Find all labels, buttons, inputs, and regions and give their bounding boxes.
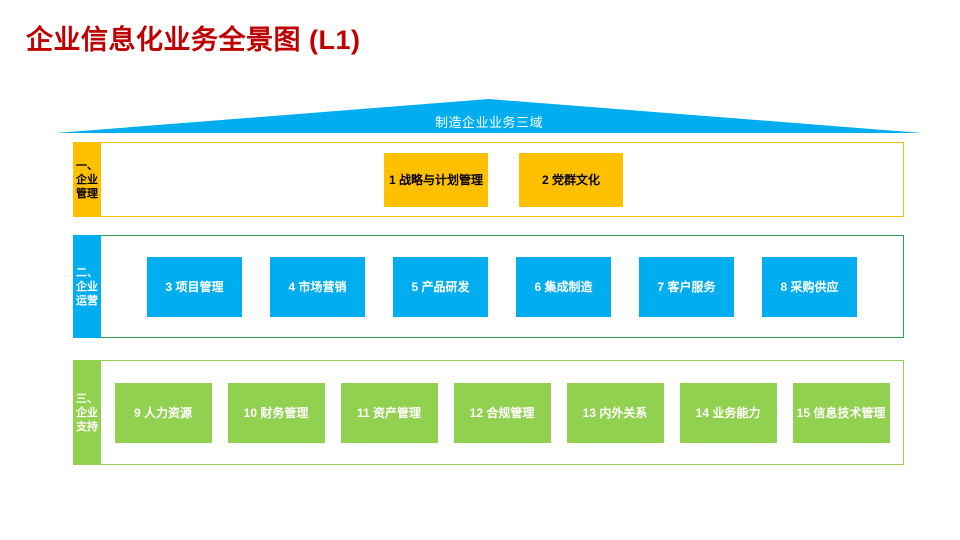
band-tab-enterprise-support: 三、企业支持	[73, 360, 101, 465]
card-item[interactable]: 5 产品研发	[393, 256, 488, 317]
band-enterprise-management: 一、企业管理 1 战略与计划管理 2 党群文化	[73, 142, 904, 217]
card-item[interactable]: 9 人力资源	[114, 382, 212, 443]
card-item[interactable]: 12 合规管理	[453, 382, 551, 443]
card-item[interactable]: 15 信息技术管理	[792, 382, 890, 443]
card-item[interactable]: 7 客户服务	[639, 256, 734, 317]
card-item[interactable]: 10 财务管理	[227, 382, 325, 443]
band-body-enterprise-support: 9 人力资源 10 财务管理 11 资产管理 12 合规管理 13 内外关系 1…	[101, 360, 904, 465]
card-list-enterprise-management: 1 战略与计划管理 2 党群文化	[101, 143, 903, 216]
card-item[interactable]: 11 资产管理	[340, 382, 438, 443]
band-body-enterprise-operations: 3 项目管理 4 市场营销 5 产品研发 6 集成制造 7 客户服务 8 采购供…	[101, 235, 904, 338]
band-tab-enterprise-management: 一、企业管理	[73, 142, 101, 217]
roof-banner: 制造企业业务三域	[56, 99, 922, 133]
band-body-enterprise-management: 1 战略与计划管理 2 党群文化	[101, 142, 904, 217]
card-item[interactable]: 6 集成制造	[516, 256, 611, 317]
band-enterprise-support: 三、企业支持 9 人力资源 10 财务管理 11 资产管理 12 合规管理 13…	[73, 360, 904, 465]
card-item[interactable]: 14 业务能力	[679, 382, 777, 443]
roof-label: 制造企业业务三域	[434, 115, 543, 130]
card-list-enterprise-support: 9 人力资源 10 财务管理 11 资产管理 12 合规管理 13 内外关系 1…	[101, 361, 903, 464]
card-item[interactable]: 13 内外关系	[566, 382, 664, 443]
card-item[interactable]: 8 采购供应	[762, 256, 857, 317]
card-item[interactable]: 4 市场营销	[270, 256, 365, 317]
band-enterprise-operations: 二、企业运营 3 项目管理 4 市场营销 5 产品研发 6 集成制造 7 客户服…	[73, 235, 904, 338]
page-title: 企业信息化业务全景图 (L1)	[26, 25, 361, 55]
card-item[interactable]: 3 项目管理	[147, 256, 242, 317]
card-item[interactable]: 1 战略与计划管理	[384, 152, 488, 207]
card-list-enterprise-operations: 3 项目管理 4 市场营销 5 产品研发 6 集成制造 7 客户服务 8 采购供…	[101, 236, 903, 337]
card-item[interactable]: 2 党群文化	[519, 152, 623, 207]
band-tab-enterprise-operations: 二、企业运营	[73, 235, 101, 338]
